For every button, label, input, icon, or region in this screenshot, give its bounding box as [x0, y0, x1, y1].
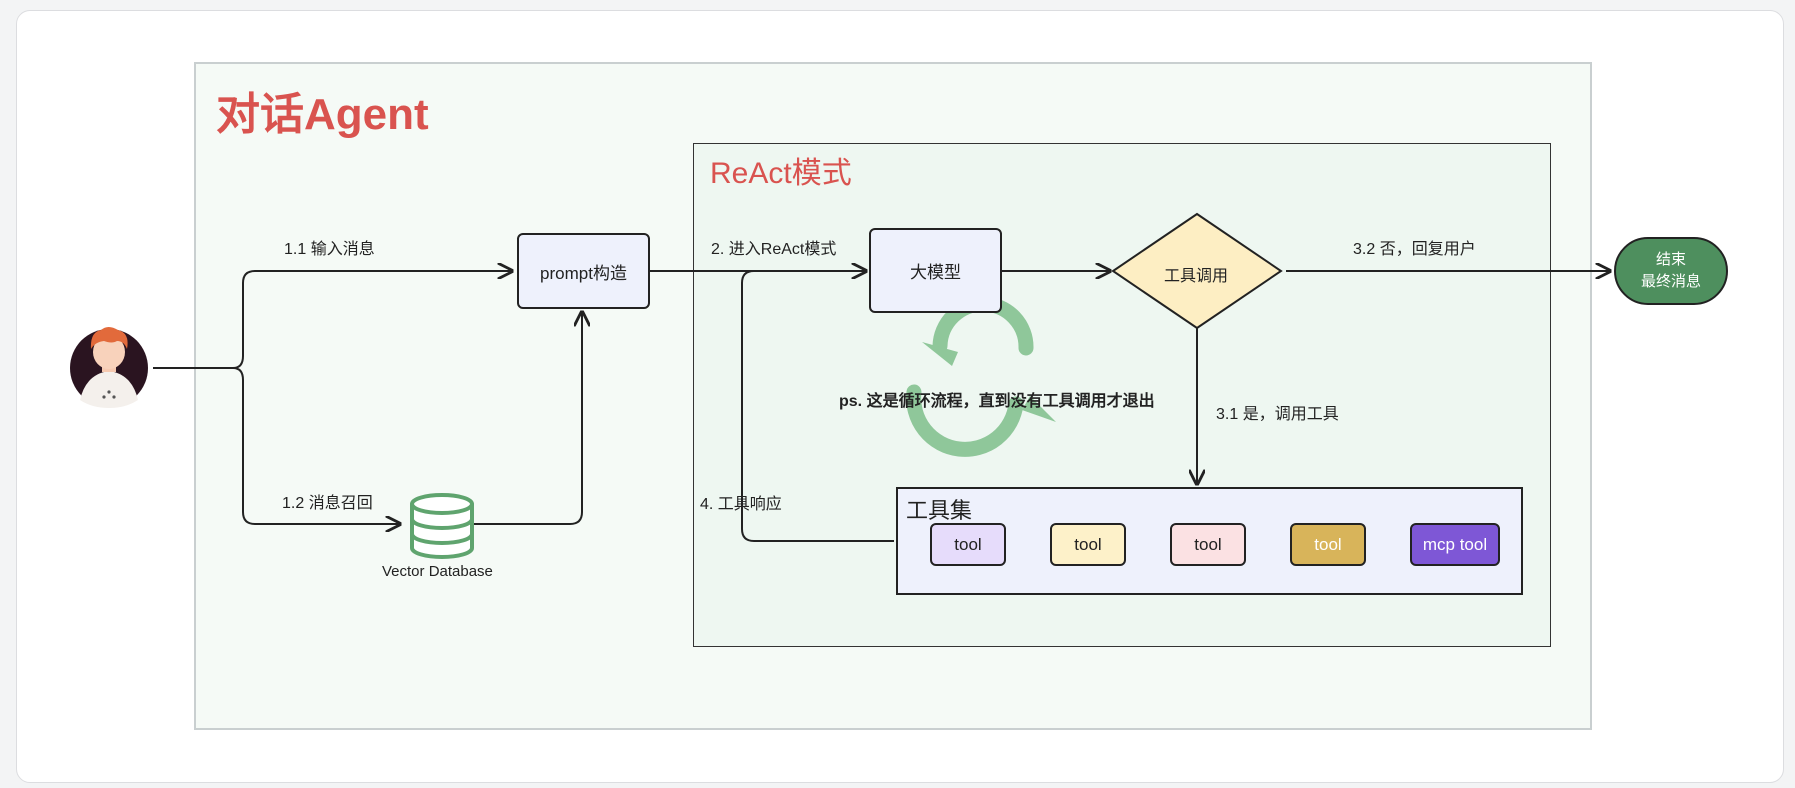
- end-node: 结束 最终消息: [1614, 237, 1728, 305]
- tool-item: tool: [930, 523, 1006, 566]
- loop-note: ps. 这是循环流程，直到没有工具调用才退出: [839, 393, 1155, 410]
- edge-label-tool-response: 4. 工具响应: [700, 496, 782, 513]
- llm-node: 大模型: [869, 228, 1002, 313]
- prompt-construction-node: prompt构造: [517, 233, 650, 309]
- toolset-title: 工具集: [906, 498, 973, 523]
- edge-label-no-reply-user: 3.2 否，回复用户: [1353, 241, 1476, 258]
- toolset-container: 工具集 tool tool tool tool mcp tool: [896, 487, 1523, 595]
- end-node-line1: 结束: [1655, 251, 1686, 268]
- llm-node-label: 大模型: [910, 263, 961, 282]
- vector-database-icon: [410, 493, 474, 559]
- end-node-line2: 最终消息: [1640, 273, 1701, 290]
- diagram-title: 对话Agent: [216, 90, 429, 139]
- loop-cycle-icon: [906, 296, 1056, 457]
- decision-diamond: [1111, 212, 1283, 330]
- user-avatar-icon: [70, 327, 148, 408]
- edge-label-enter-react: 2. 进入ReAct模式: [711, 241, 837, 258]
- tool-item-label: tool: [1314, 534, 1342, 554]
- edge-label-yes-call-tool: 3.1 是，调用工具: [1216, 406, 1339, 423]
- mcp-tool-item: mcp tool: [1410, 523, 1500, 566]
- decision-label: 工具调用: [1164, 268, 1229, 285]
- prompt-node-label: prompt构造: [540, 263, 627, 283]
- tool-item-label: tool: [954, 534, 982, 554]
- tool-item: tool: [1290, 523, 1366, 566]
- react-section-title: ReAct模式: [710, 157, 852, 190]
- mcp-tool-item-label: mcp tool: [1422, 534, 1488, 554]
- vector-database-label: Vector Database: [382, 563, 493, 580]
- tool-item: tool: [1050, 523, 1126, 566]
- edge-label-recall-message: 1.2 消息召回: [282, 495, 373, 512]
- tool-item-label: tool: [1194, 534, 1222, 554]
- tool-item-label: tool: [1074, 534, 1102, 554]
- edge-label-input-message: 1.1 输入消息: [284, 241, 375, 258]
- tool-item: tool: [1170, 523, 1246, 566]
